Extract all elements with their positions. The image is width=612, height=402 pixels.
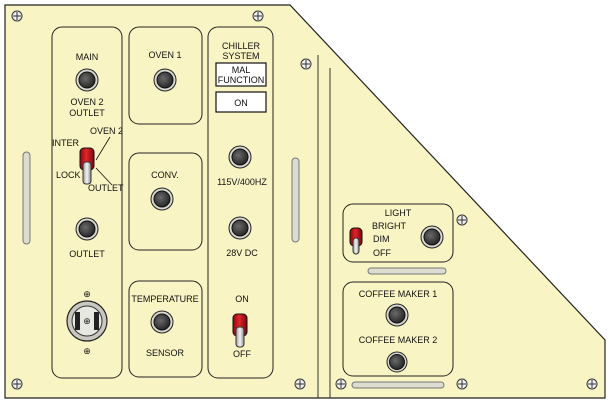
- oven1-label: OVEN 1: [148, 50, 181, 60]
- malfunction-label-1: MAL: [232, 65, 251, 75]
- main-section: [51, 26, 123, 379]
- light-knob[interactable]: [420, 225, 444, 249]
- screw-bottom-right-1: [335, 378, 347, 390]
- socket-center-symbol: ⊕: [83, 316, 91, 326]
- chiller-title-1: CHILLER: [222, 41, 261, 51]
- temperature-knob[interactable]: [150, 310, 174, 334]
- on-annunciator-label: ON: [234, 98, 248, 108]
- handle-slot-left: [22, 151, 31, 245]
- coffee-maker2-knob[interactable]: [386, 351, 408, 373]
- coffee-maker1-knob[interactable]: [385, 303, 409, 327]
- main-knob[interactable]: [75, 68, 99, 92]
- malfunction-annunciator[interactable]: MAL FUNCTION: [215, 62, 267, 87]
- coffee-maker2-label: COFFEE MAKER 2: [359, 335, 438, 345]
- switch-lock-label: LOCK: [56, 170, 81, 180]
- chiller-switch-on-label: ON: [235, 294, 249, 304]
- handle-slot-bottom: [351, 381, 445, 389]
- light-toggle[interactable]: [349, 227, 363, 255]
- on-annunciator[interactable]: ON: [215, 91, 267, 113]
- light-off-label: OFF: [373, 248, 391, 258]
- light-section: [342, 203, 454, 263]
- oven2-outlet-label-2: OUTLET: [69, 108, 105, 118]
- power-ac-label: 115V/400HZ: [217, 177, 267, 187]
- coffee-maker1-label: COFFEE MAKER 1: [359, 289, 438, 299]
- socket-bottom-symbol: ⊕: [83, 346, 91, 356]
- temperature-label: TEMPERATURE: [131, 294, 198, 304]
- screw-bottom-right-3: [586, 378, 598, 390]
- oven2-outlet-label-1: OVEN 2: [70, 97, 103, 107]
- main-interlock-toggle[interactable]: [79, 147, 95, 185]
- handle-slot-center: [291, 157, 300, 243]
- malfunction-label-2: FUNCTION: [218, 75, 265, 85]
- handle-slot-light: [367, 267, 447, 275]
- main-label: MAIN: [76, 52, 99, 62]
- conv-label: CONV.: [151, 170, 179, 180]
- screw-bottom-left: [11, 378, 23, 390]
- chiller-switch-off-label: OFF: [233, 349, 251, 359]
- light-bright-label: BRIGHT: [372, 221, 407, 231]
- power-dc-knob[interactable]: [228, 216, 252, 240]
- conv-knob[interactable]: [150, 187, 174, 211]
- screw-bottom-right-2: [456, 378, 468, 390]
- power-socket[interactable]: [66, 300, 108, 342]
- coffee-section: [342, 281, 454, 377]
- light-dim-label: DIM: [373, 234, 390, 244]
- power-dc-label: 28V DC: [226, 248, 258, 258]
- screw-right-mid: [456, 214, 468, 226]
- outlet-label: OUTLET: [69, 249, 105, 259]
- chiller-section: [207, 26, 274, 379]
- sensor-label: SENSOR: [146, 348, 185, 358]
- power-ac-knob[interactable]: [228, 145, 252, 169]
- outlet-knob[interactable]: [75, 217, 99, 241]
- screw-divider-top: [300, 58, 312, 70]
- chiller-toggle[interactable]: [232, 313, 248, 348]
- chiller-title-2: SYSTEM: [222, 51, 259, 61]
- screw-bottom-mid: [294, 378, 306, 390]
- switch-outlet-label: OUTLET: [88, 183, 124, 193]
- switch-inter-label: INTER: [52, 138, 80, 148]
- oven1-knob[interactable]: [153, 68, 177, 92]
- screw-top-left: [11, 10, 23, 22]
- socket-top-symbol: ⊕: [83, 289, 91, 299]
- light-label: LIGHT: [385, 208, 412, 218]
- switch-oven2-label: OVEN 2: [90, 126, 123, 136]
- screw-top-mid: [252, 10, 264, 22]
